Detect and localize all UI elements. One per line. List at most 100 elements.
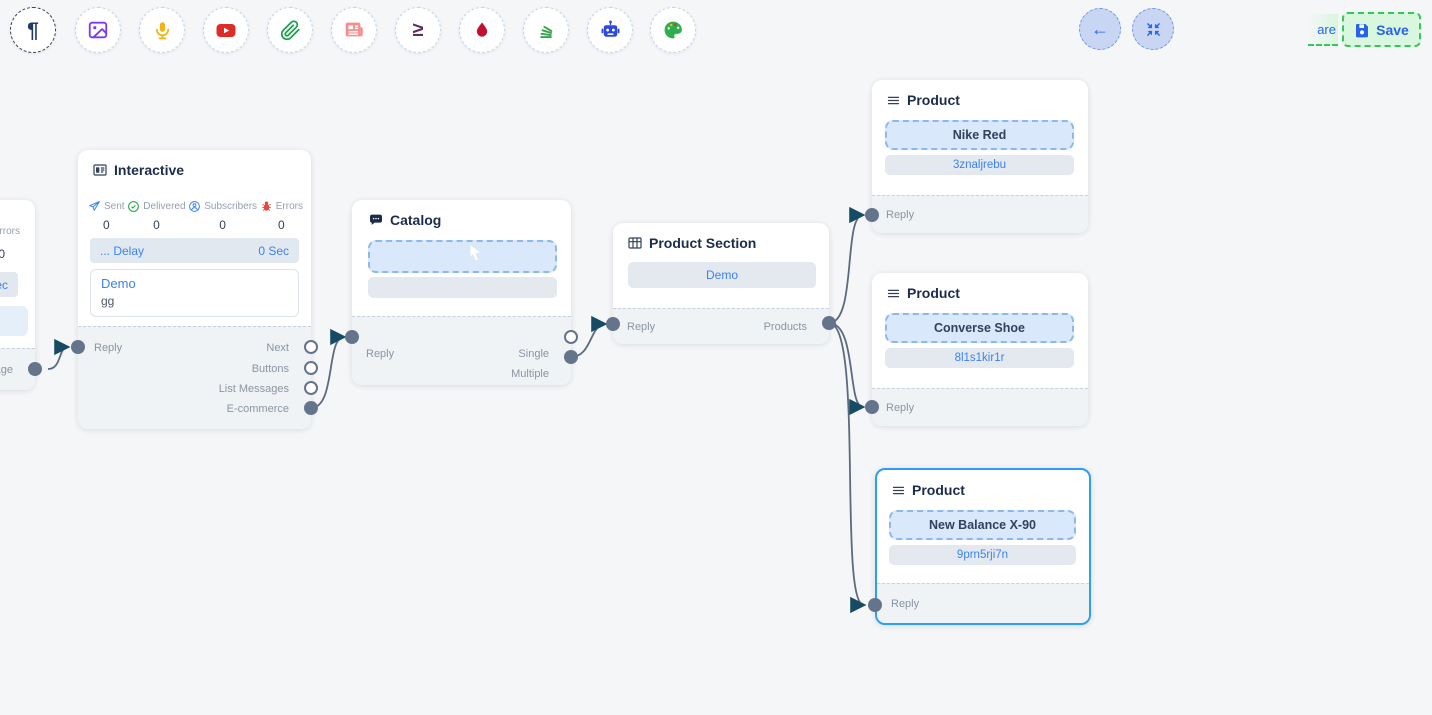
input-handle-reply[interactable] bbox=[865, 400, 879, 414]
edge-products-to-product3[interactable] bbox=[828, 322, 867, 613]
port-reply-label: Reply bbox=[891, 598, 920, 610]
mouse-cursor bbox=[469, 243, 483, 262]
compress-icon bbox=[1145, 21, 1162, 38]
youtube-icon bbox=[214, 18, 238, 42]
output-handle-message[interactable] bbox=[28, 362, 42, 376]
output-handle-next[interactable] bbox=[304, 340, 318, 354]
product-name-box[interactable]: Nike Red bbox=[885, 120, 1074, 150]
stat-sent: Sent 0 bbox=[88, 200, 125, 232]
catalog-selection-box[interactable] bbox=[368, 240, 557, 273]
port-products-label: Products bbox=[763, 321, 807, 333]
condition-tool-button[interactable]: ≥ bbox=[395, 7, 441, 53]
node-product-3[interactable]: Product New Balance X-90 9prn5rji7n Repl… bbox=[868, 468, 1091, 625]
port-single-label: Single bbox=[518, 348, 549, 360]
news-tool-button[interactable] bbox=[331, 7, 377, 53]
port-next-label: Next bbox=[266, 342, 289, 354]
theme-tool-button[interactable] bbox=[650, 7, 696, 53]
node-footer: Reply bbox=[877, 583, 1089, 623]
sent-icon bbox=[88, 200, 101, 213]
message-body: gg bbox=[101, 294, 115, 308]
output-handle-buttons[interactable] bbox=[304, 361, 318, 375]
node-footer: Reply Single Multiple bbox=[352, 316, 571, 385]
node-interactive[interactable]: Interactive Sent 0 Delivered bbox=[71, 150, 318, 429]
input-handle-reply[interactable] bbox=[71, 340, 85, 354]
input-handle-reply[interactable] bbox=[345, 330, 359, 344]
partial-share-button[interactable]: are bbox=[1308, 14, 1338, 46]
edge-products-to-product2[interactable] bbox=[828, 322, 866, 416]
catalog-empty-box[interactable] bbox=[368, 277, 557, 298]
delay-value: 0 Sec bbox=[258, 243, 289, 258]
node-product-section[interactable]: Product Section Demo Reply Products bbox=[606, 223, 836, 344]
node-footer: Reply Products bbox=[613, 308, 829, 344]
message-box[interactable]: Demo gg bbox=[90, 269, 299, 317]
message-preview-box[interactable] bbox=[0, 306, 28, 336]
input-handle-reply[interactable] bbox=[865, 208, 879, 222]
fit-view-button[interactable] bbox=[1132, 8, 1174, 50]
subscribers-icon bbox=[188, 200, 201, 213]
output-handle-list-messages[interactable] bbox=[304, 381, 318, 395]
product-id-box[interactable]: 8l1s1kir1r bbox=[885, 348, 1074, 368]
droplet-icon bbox=[472, 20, 492, 40]
node-message-partial[interactable]: Errors 0 Sec essage bbox=[0, 200, 42, 390]
delivered-icon bbox=[127, 200, 140, 213]
palette-icon bbox=[662, 19, 684, 41]
back-button[interactable]: ← bbox=[1079, 8, 1121, 50]
save-icon bbox=[1354, 22, 1370, 38]
stat-errors: Errors 0 bbox=[260, 200, 303, 232]
product-name: Nike Red bbox=[952, 128, 1007, 142]
stats-row: Sent 0 Delivered 0 bbox=[88, 200, 303, 232]
section-demo-button[interactable]: Demo bbox=[628, 262, 816, 288]
node-title: Interactive bbox=[114, 162, 185, 178]
output-handle-ecommerce[interactable] bbox=[304, 401, 318, 415]
stat-value: 0 bbox=[102, 218, 110, 232]
output-handle-single[interactable] bbox=[564, 330, 578, 344]
droplet-tool-button[interactable] bbox=[459, 7, 505, 53]
product-icon bbox=[886, 286, 901, 301]
product-id-box[interactable]: 9prn5rji7n bbox=[889, 545, 1076, 565]
paragraph-tool-button[interactable]: ¶ bbox=[10, 7, 56, 53]
node-header: Product bbox=[886, 92, 960, 108]
stack-icon bbox=[536, 20, 557, 41]
node-catalog[interactable]: Catalog Reply Single Multiple bbox=[345, 200, 578, 385]
port-buttons-label: Buttons bbox=[251, 363, 289, 375]
partial-share-label: are bbox=[1317, 21, 1336, 37]
node-product-1[interactable]: Product Nike Red 3znaljrebu Reply bbox=[865, 80, 1088, 233]
delay-row[interactable]: Sec bbox=[0, 272, 18, 297]
paperclip-icon bbox=[280, 19, 301, 41]
stat-label: Errors bbox=[275, 201, 303, 212]
stat-value: 0 bbox=[153, 218, 160, 232]
node-header: Catalog bbox=[368, 212, 441, 228]
product-id: 8l1s1kir1r bbox=[954, 352, 1005, 364]
file-tool-button[interactable] bbox=[267, 7, 313, 53]
product-id-box[interactable]: 3znaljrebu bbox=[885, 155, 1074, 175]
product-name-box[interactable]: New Balance X-90 bbox=[889, 510, 1076, 540]
newspaper-icon bbox=[343, 19, 365, 41]
product-icon bbox=[891, 483, 906, 498]
input-handle-reply[interactable] bbox=[606, 317, 620, 331]
delay-row[interactable]: ... Delay 0 Sec bbox=[90, 238, 299, 263]
microphone-icon bbox=[152, 20, 173, 41]
port-reply-label: Reply bbox=[366, 348, 395, 360]
stack-tool-button[interactable] bbox=[523, 7, 569, 53]
edge-message-to-interactive[interactable] bbox=[47, 338, 71, 370]
node-title: Catalog bbox=[390, 212, 442, 228]
video-tool-button[interactable] bbox=[203, 7, 249, 53]
input-handle-reply[interactable] bbox=[868, 598, 882, 612]
bot-tool-button[interactable] bbox=[587, 7, 633, 53]
output-handle-products[interactable] bbox=[822, 316, 836, 330]
port-reply-label: Reply bbox=[886, 209, 915, 221]
port-reply-label: Reply bbox=[94, 342, 123, 354]
save-button[interactable]: Save bbox=[1342, 12, 1421, 47]
node-product-2[interactable]: Product Converse Shoe 8l1s1kir1r Reply bbox=[865, 273, 1088, 426]
stat-value: 0 bbox=[219, 218, 226, 232]
audio-tool-button[interactable] bbox=[139, 7, 185, 53]
save-label: Save bbox=[1376, 21, 1409, 38]
node-title: Product Section bbox=[649, 235, 757, 251]
product-name-box[interactable]: Converse Shoe bbox=[885, 313, 1074, 343]
edge-products-to-product1[interactable] bbox=[828, 206, 866, 324]
product-section-icon bbox=[627, 235, 643, 251]
top-toolbar: ¶ bbox=[0, 0, 1432, 60]
node-header: Interactive bbox=[92, 162, 184, 178]
image-tool-button[interactable] bbox=[75, 7, 121, 53]
output-handle-multiple[interactable] bbox=[564, 350, 578, 364]
